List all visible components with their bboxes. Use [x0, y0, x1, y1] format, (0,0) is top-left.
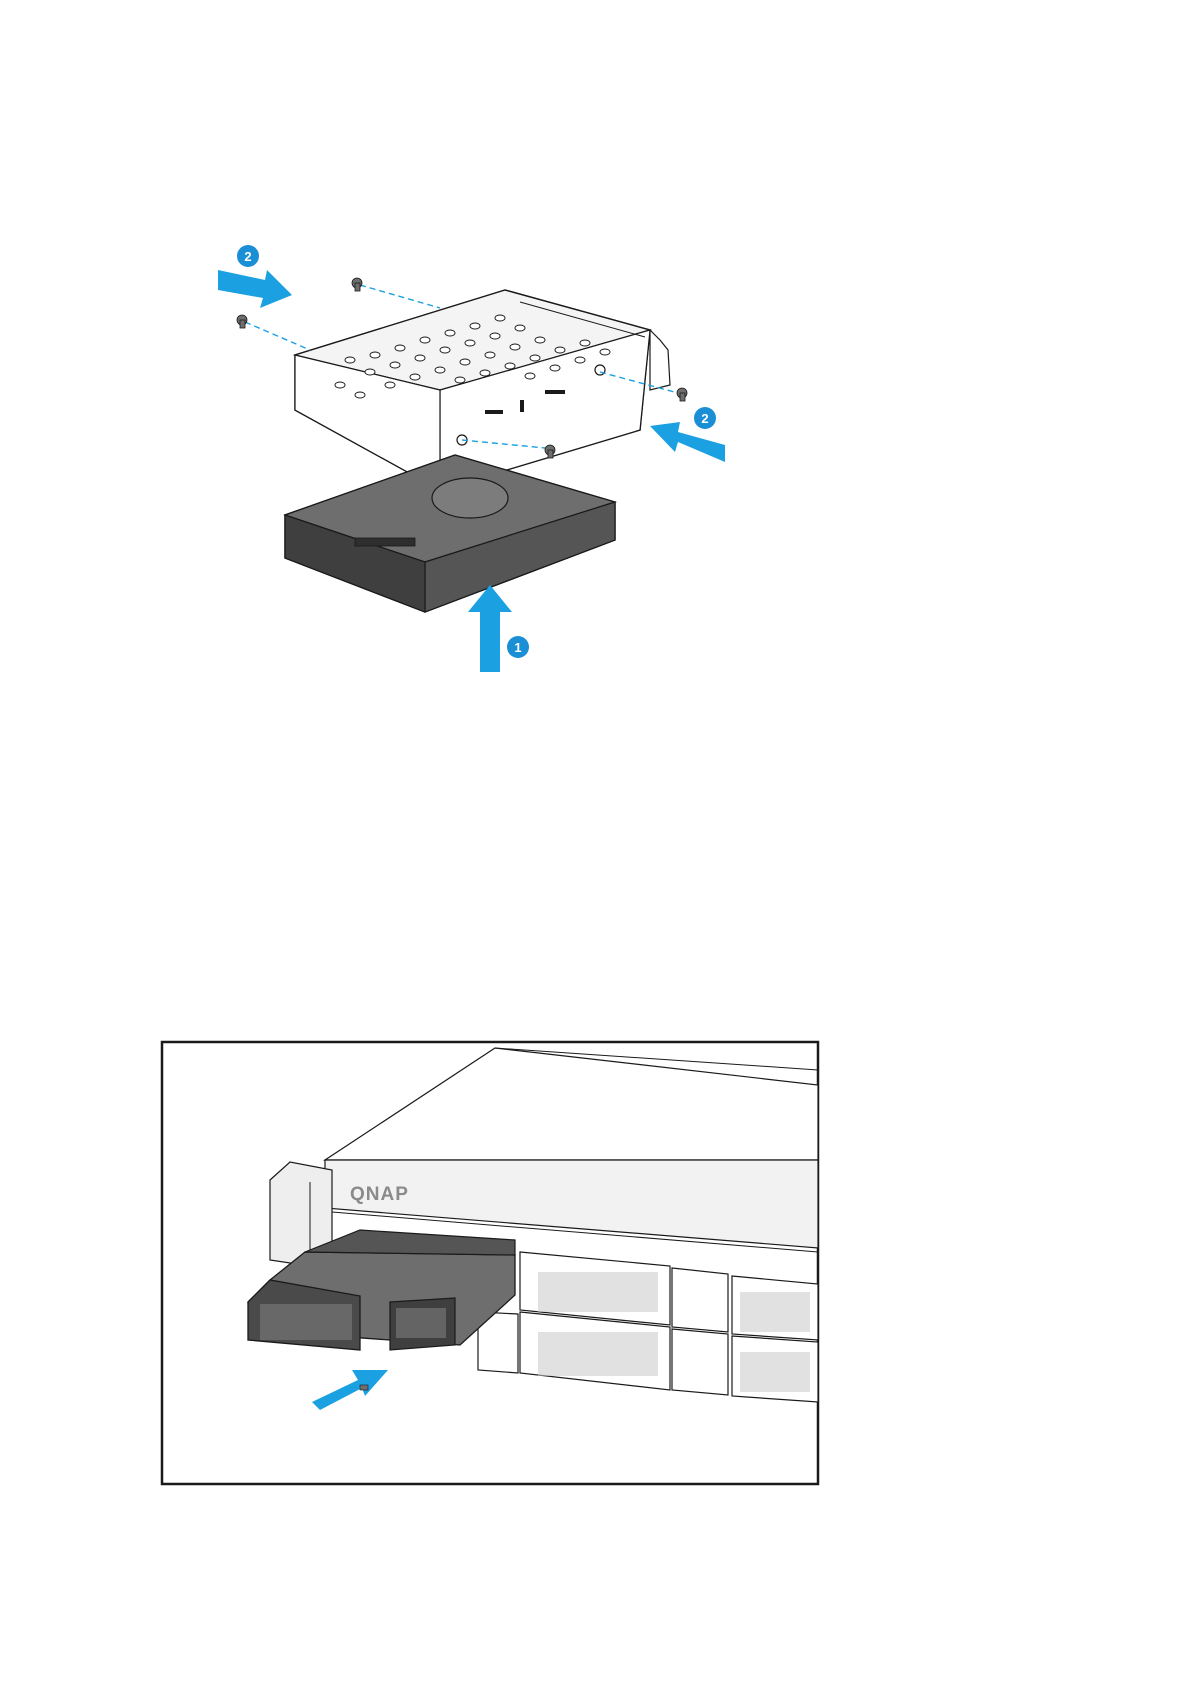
chassis-insert-figure: QNAP — [160, 1040, 820, 1486]
hard-drive — [285, 455, 615, 612]
step-badge-2-left-label: 2 — [244, 249, 251, 264]
arrow-right-icon — [218, 270, 292, 308]
arrow-up-icon — [468, 585, 512, 672]
chassis-insert-illustration: QNAP — [160, 1040, 820, 1486]
drive-tray — [295, 290, 670, 490]
step-badge-2-right-label: 2 — [701, 411, 708, 426]
tray-assembly-illustration: 2 2 1 — [200, 240, 820, 740]
step-badge-1-label: 1 — [514, 640, 521, 655]
qnap-logo: QNAP — [350, 1184, 409, 1205]
tray-assembly-figure: 2 2 1 — [200, 240, 820, 740]
arrow-left-icon — [650, 422, 725, 462]
